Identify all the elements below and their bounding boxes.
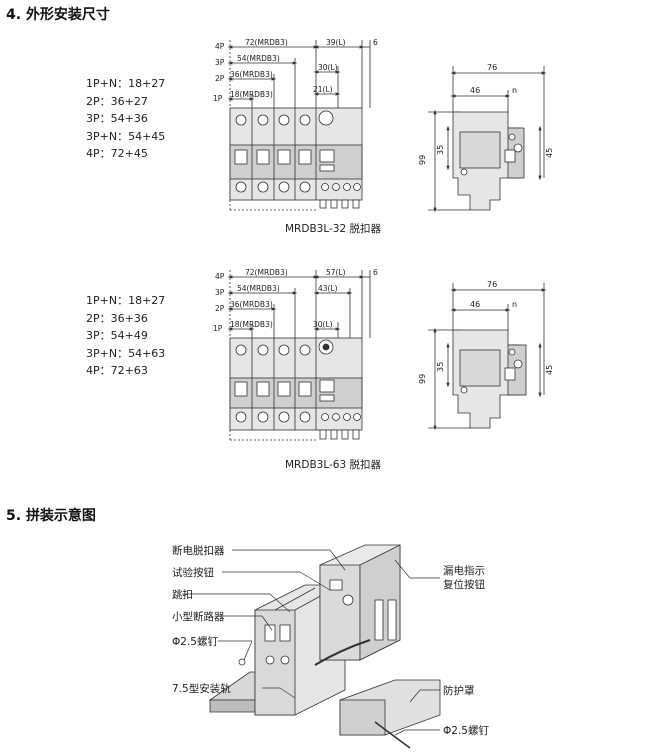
release63-side-h35: 35	[436, 362, 445, 372]
section-4-number: 4.	[6, 7, 22, 23]
release63-side-w76: 76	[487, 280, 497, 289]
release32-pole-2p: 2P：36+27	[86, 94, 148, 108]
assembly-labels: 断电脱扣器 试验按钮 跳扣 小型断路器 Φ2.5螺钉 7.5型安装轨 漏电指示 …	[172, 544, 489, 737]
release63-dim-57: 57(L)	[326, 268, 346, 277]
release32-side-h35: 35	[436, 145, 445, 155]
release63-front-labels: 4P 3P 2P 1P 72(MRDB3) 54(MRDB3) 36(MRDB3…	[213, 268, 378, 333]
release32-pole-3pn: 3P+N：54+45	[86, 129, 166, 143]
release63-side-n: n	[512, 300, 517, 309]
release63-dim-36: 36(MRDB3)	[230, 300, 273, 309]
release63-dim-30: 30(L)	[313, 320, 333, 329]
release63-side-h45: 45	[545, 365, 554, 375]
release32-dim-39: 39(L)	[326, 38, 346, 47]
section-4-heading: 4. 外形安装尺寸	[6, 4, 110, 24]
release32-dim-36: 36(MRDB3)	[230, 70, 273, 79]
release32-side-w46: 46	[470, 86, 480, 95]
assembly-label-trip: 跳扣	[172, 588, 193, 601]
release63-dim-18: 18(MRDB3)	[230, 320, 273, 329]
assembly-label-release: 断电脱扣器	[172, 544, 225, 557]
section-5-number: 5.	[6, 508, 22, 524]
release32-label-3p: 3P	[215, 58, 225, 67]
release32-front-labels: 4P 3P 2P 1P 72(MRDB3) 54(MRDB3) 36(MRDB3…	[213, 38, 378, 103]
release32-pole-3p: 3P：54+36	[86, 112, 148, 125]
assembly-leaders	[182, 549, 440, 736]
release63-dim-43: 43(L)	[318, 284, 338, 293]
release63-pole-4p: 4P：72+63	[86, 364, 148, 377]
release32-dim-54: 54(MRDB3)	[237, 54, 280, 63]
release63-side-view	[428, 283, 547, 431]
assembly-label-screw-top: Φ2.5螺钉	[172, 636, 218, 648]
release63-dim-6: 6	[373, 268, 378, 277]
release63-pole-3pn: 3P+N：54+63	[86, 346, 166, 360]
release32-pole-1pn: 1P+N：18+27	[86, 77, 166, 90]
release63-label-3p: 3P	[215, 288, 225, 297]
release63-side-h99: 99	[418, 374, 427, 384]
release63-front-view	[227, 270, 371, 441]
release63-side-labels: 76 46 n 99 35 45	[418, 280, 554, 384]
release63-label-2p: 2P	[215, 304, 225, 313]
release32-side-w76: 76	[487, 63, 497, 72]
release63-side-w46: 46	[470, 300, 480, 309]
release32-front-view	[227, 40, 371, 211]
section-5-heading: 5. 拼装示意图	[6, 505, 96, 525]
release32-label-1p: 1P	[213, 94, 223, 103]
release32-label-2p: 2P	[215, 74, 225, 83]
release32-dim-72: 72(MRDB3)	[245, 38, 288, 47]
release63-pole-list: 1P+N：18+27 2P：36+36 3P：54+49 3P+N：54+63 …	[86, 292, 165, 380]
release32-label-4p: 4P	[215, 42, 225, 51]
release32-side-n: n	[512, 86, 517, 95]
release32-dim-21: 21(L)	[313, 85, 333, 94]
release32-dim-30: 30(L)	[318, 63, 338, 72]
release32-side-labels: 76 46 n 99 35 45	[418, 63, 554, 165]
section-5-title: 拼装示意图	[25, 508, 96, 524]
release32-dim-18: 18(MRDB3)	[230, 90, 273, 99]
release32-pole-4p: 4P：72+45	[86, 147, 148, 160]
release32-caption: MRDB3L-32 脱扣器	[285, 223, 381, 235]
release63-dim-54: 54(MRDB3)	[237, 284, 280, 293]
assembly-label-reset-button: 复位按钮	[443, 578, 485, 591]
assembly-label-screw-bottom: Φ2.5螺钉	[443, 725, 489, 737]
release32-side-h99: 99	[418, 155, 427, 165]
release63-label-1p: 1P	[213, 324, 223, 333]
release32-pole-list: 1P+N：18+27 2P：36+27 3P：54+36 3P+N：54+45 …	[86, 75, 165, 163]
release63-pole-1pn: 1P+N：18+27	[86, 294, 166, 307]
release32-side-h45: 45	[545, 148, 554, 158]
release32-dim-6: 6	[373, 38, 378, 47]
assembly-label-test-button: 试验按钮	[172, 566, 214, 579]
assembly-label-mcb: 小型断路器	[172, 610, 225, 623]
release63-pole-3p: 3P：54+49	[86, 329, 148, 342]
release63-dim-72: 72(MRDB3)	[245, 268, 288, 277]
section-4-title: 外形安装尺寸	[25, 7, 110, 23]
release63-label-4p: 4P	[215, 272, 225, 281]
assembly-label-leak-indicator: 漏电指示	[443, 564, 485, 577]
release32-side-view	[428, 66, 547, 213]
release63-caption: MRDB3L-63 脱扣器	[285, 459, 381, 471]
release63-pole-2p: 2P：36+36	[86, 311, 148, 325]
assembly-diagram	[208, 544, 441, 749]
assembly-label-cover: 防护罩	[443, 684, 475, 697]
assembly-label-rail: 7.5型安装轨	[172, 682, 231, 695]
